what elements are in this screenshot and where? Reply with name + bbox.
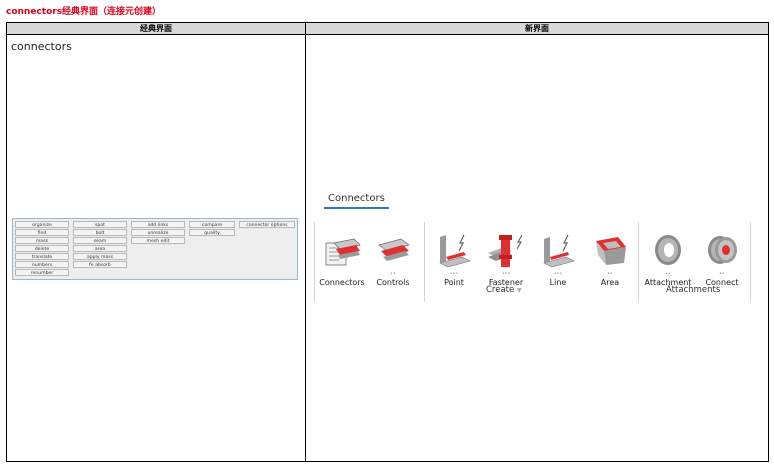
ribbon-title-underline [324, 207, 389, 209]
tool-label-connectors: Connectors [319, 278, 365, 287]
connectors-browser-icon [325, 238, 361, 266]
tool-label-connect: Connect [705, 278, 739, 287]
classic-btn-compare[interactable]: compare [189, 221, 235, 228]
header-new: 新界面 [305, 22, 769, 35]
point-connector-icon [439, 234, 471, 268]
classic-btn-bolt[interactable]: bolt [73, 229, 127, 236]
classic-label: connectors [11, 40, 72, 53]
tool-label-point: Point [444, 278, 464, 287]
tool-line[interactable]: ••• Line [530, 233, 586, 288]
classic-btn-unrealize[interactable]: unrealize [131, 229, 185, 236]
group-create[interactable]: Create ▼ [486, 285, 522, 295]
ribbon-title: Connectors [328, 193, 385, 204]
classic-btn-renumber[interactable]: renumber [15, 269, 69, 276]
tool-connect[interactable]: •• Connect [694, 233, 750, 288]
tool-label-line: Line [549, 278, 567, 287]
classic-btn-organize[interactable]: organize [15, 221, 69, 228]
tool-label-area: Area [600, 278, 620, 287]
chevron-down-icon: ▼ [516, 287, 522, 294]
classic-btn-seam[interactable]: seam [73, 237, 127, 244]
classic-btn-add-links[interactable]: add links [131, 221, 185, 228]
tool-point[interactable]: ••• Point [426, 233, 482, 288]
ribbon-divider [314, 222, 315, 302]
new-ui-cell: Connectors Connectors [305, 34, 769, 462]
tool-controls[interactable]: •• Controls [365, 233, 421, 288]
ribbon-divider [424, 222, 425, 302]
table-header-row: 经典界面 新界面 [6, 22, 769, 35]
tool-attachment[interactable]: •• Attachment [640, 233, 696, 288]
page-title: connectors经典界面（连接元创建） [6, 7, 162, 17]
connect-icon [708, 236, 737, 264]
classic-btn-spot[interactable]: spot [73, 221, 127, 228]
group-attachments: Attachments [666, 285, 721, 295]
classic-btn-connector-options[interactable]: connector options [239, 221, 295, 228]
attachment-icon [655, 235, 681, 265]
tool-label-attachment: Attachment [644, 278, 692, 287]
comparison-table: 经典界面 新界面 connectors organize spot add li… [6, 22, 769, 462]
tool-fastener[interactable]: ••• Fastener [478, 233, 534, 288]
classic-btn-mesh-edit[interactable]: mesh edit [131, 237, 185, 244]
classic-btn-mask[interactable]: mask [15, 237, 69, 244]
classic-btn-fe-absorb[interactable]: fe absorb [73, 261, 127, 268]
classic-btn-numbers[interactable]: numbers [15, 261, 69, 268]
classic-btn-delete[interactable]: delete [15, 245, 69, 252]
classic-btn-area[interactable]: area [73, 245, 127, 252]
classic-btn-find[interactable]: find [15, 229, 69, 236]
classic-button-panel: organize spot add links compare connecto… [12, 218, 298, 280]
classic-cell: connectors organize spot add links compa… [6, 34, 306, 462]
ribbon-divider [750, 222, 751, 302]
header-classic: 经典界面 [6, 22, 306, 35]
classic-btn-translate[interactable]: translate [15, 253, 69, 260]
tool-label-fastener: Fastener [488, 278, 524, 287]
connector-controls-icon [378, 238, 410, 261]
line-connector-icon [543, 234, 575, 268]
classic-btn-quality[interactable]: quality [189, 229, 235, 236]
tool-label-controls: Controls [376, 278, 410, 287]
area-connector-icon [596, 237, 626, 265]
table-body-row: connectors organize spot add links compa… [6, 34, 769, 462]
tool-connectors[interactable]: Connectors [314, 233, 370, 288]
classic-btn-apply-mass[interactable]: apply mass [73, 253, 127, 260]
fastener-icon [488, 234, 523, 267]
tool-area[interactable]: •• Area [582, 233, 638, 288]
ribbon-divider [638, 222, 639, 302]
